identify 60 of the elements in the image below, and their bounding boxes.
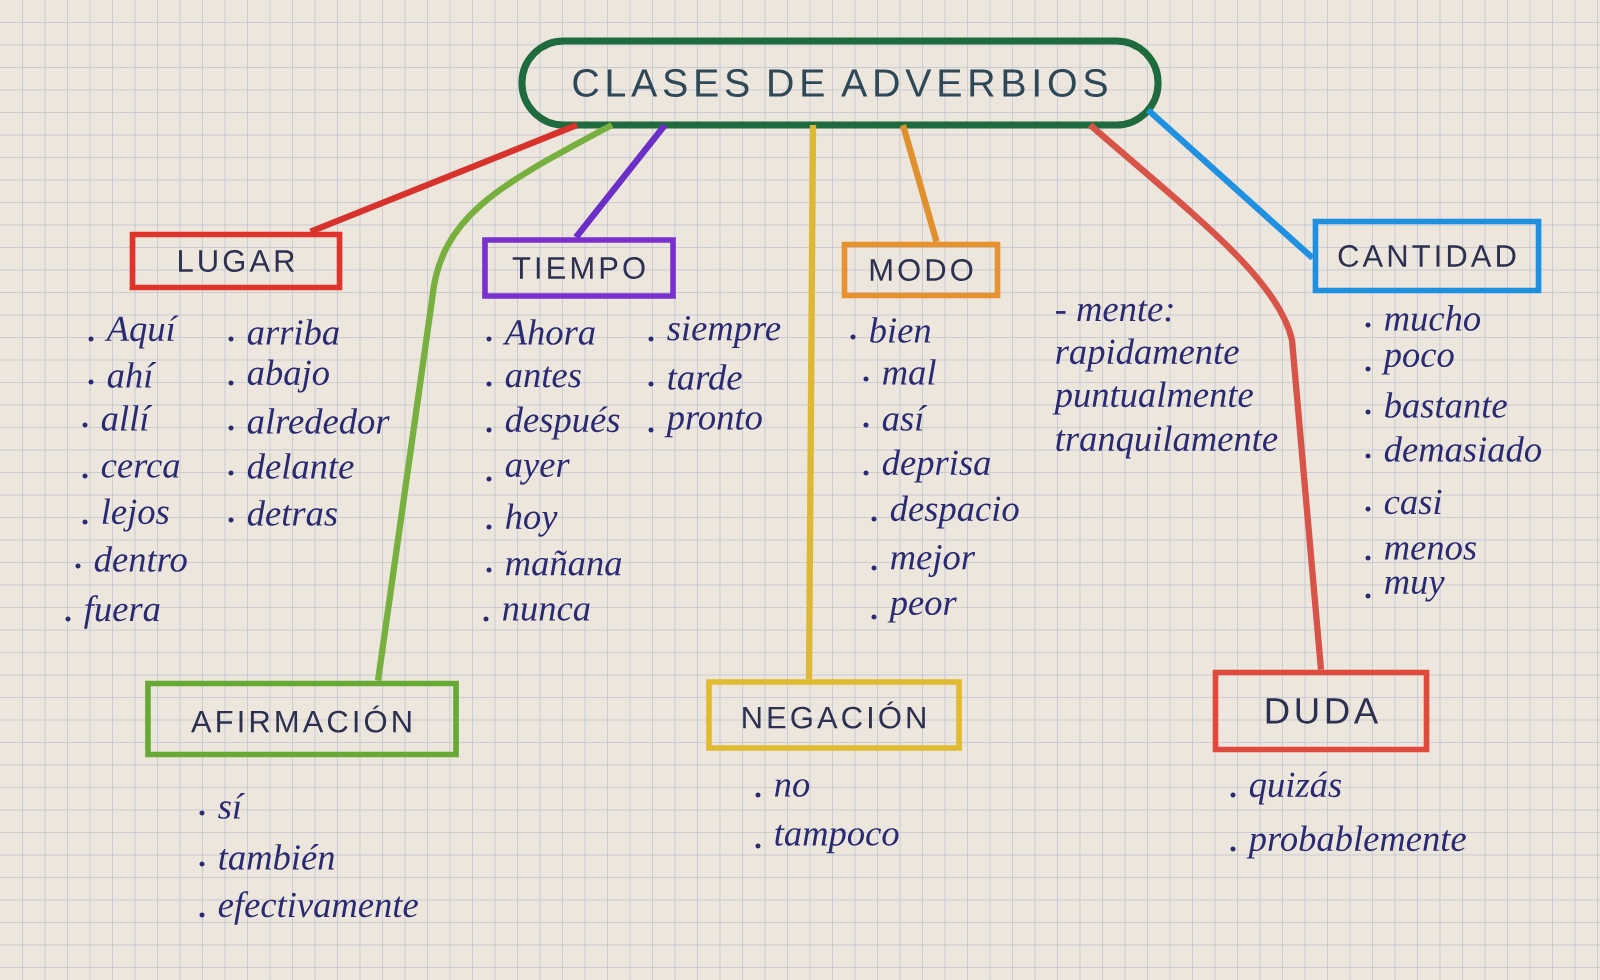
example-word: fuera — [84, 595, 160, 629]
category-box: CANTIDAD — [1312, 218, 1542, 294]
connector-line — [1145, 107, 1315, 261]
example-word: mejor — [891, 545, 976, 577]
example-word: Aquí — [104, 315, 179, 349]
example-word: mal — [883, 359, 936, 385]
example-word: menos — [1385, 542, 1476, 560]
example-word: arriba — [247, 319, 339, 345]
example-word: casi — [1384, 489, 1442, 515]
example-word: dentro — [94, 546, 187, 572]
example-word: tarde — [668, 364, 742, 390]
example-word: efectivamente — [218, 891, 418, 925]
connector-line — [309, 122, 579, 235]
example-word: peor — [887, 597, 957, 623]
example-word: delante — [247, 453, 354, 479]
example-word: rapidamente — [1056, 338, 1239, 372]
example-word: así — [882, 405, 928, 431]
example-word: bastante — [1385, 392, 1507, 418]
example-word: detras — [247, 500, 337, 526]
connector-line — [900, 124, 940, 243]
category-box: NEGACIÓN — [706, 679, 962, 751]
connector-line — [374, 122, 614, 682]
category-box: AFIRMACIÓN — [145, 680, 459, 758]
example-word: también — [219, 844, 334, 870]
connector-line — [1088, 122, 1325, 670]
example-word: tampoco — [775, 824, 899, 854]
example-word: quizás — [1249, 771, 1342, 805]
example-word: probablemente — [1246, 825, 1466, 859]
example-word: no — [775, 779, 810, 797]
example-word: bien — [870, 317, 931, 343]
example-word: puntualmente — [1052, 381, 1253, 415]
category-box: DUDA — [1212, 669, 1430, 753]
example-word: muy — [1385, 576, 1445, 602]
example-word: deprisa — [882, 449, 990, 483]
example-word: abajo — [247, 359, 329, 393]
example-word: mañana — [506, 550, 622, 576]
example-word: después — [505, 406, 620, 440]
example-word: despacio — [890, 495, 1019, 529]
example-word: cerca — [101, 460, 180, 478]
example-word: siempre — [667, 316, 781, 348]
example-word: allí — [101, 405, 153, 431]
example-word: hoy — [506, 503, 558, 537]
connector-line — [573, 123, 668, 240]
example-word: nunca — [503, 603, 590, 621]
example-word: Ahora — [502, 319, 595, 345]
category-box: LUGAR — [129, 231, 343, 291]
category-box: TIEMPO — [482, 237, 676, 299]
example-word: alrededor — [247, 408, 390, 434]
example-word: ayer — [505, 459, 570, 485]
example-word: mucho — [1385, 305, 1481, 331]
example-word: - mente: — [1056, 300, 1173, 322]
example-word: tranquilamente — [1056, 425, 1278, 459]
example-word: sí — [218, 793, 245, 819]
example-word: ahí — [107, 362, 157, 388]
example-word: lejos — [102, 498, 169, 532]
example-word: demasiado — [1384, 436, 1542, 462]
example-word: antes — [505, 366, 581, 388]
example-word: pronto — [664, 408, 762, 438]
example-word: poco — [1381, 349, 1454, 375]
category-box: MODO — [841, 241, 1001, 299]
